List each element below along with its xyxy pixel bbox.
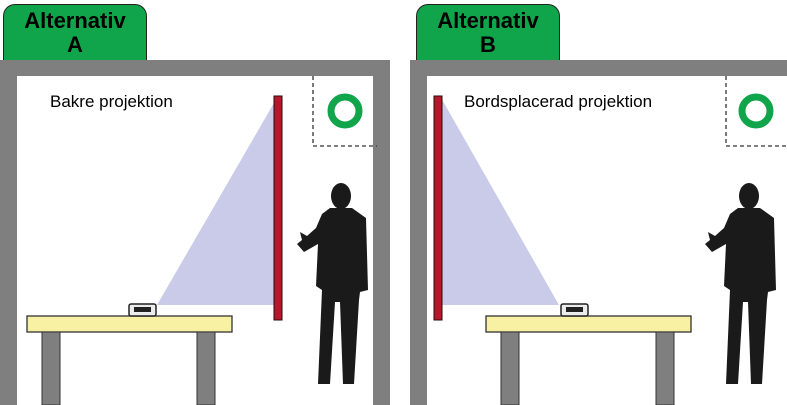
projection-beam xyxy=(157,96,278,305)
table-top xyxy=(486,316,691,332)
panel-alternative-a: Alternativ A Bakre projektion xyxy=(0,0,390,405)
green-ring-icon xyxy=(331,97,359,125)
tab-label-line1: Alternativ xyxy=(417,9,559,33)
caption-rear-projection: Bakre projektion xyxy=(50,92,173,112)
projector-icon xyxy=(561,304,588,316)
scene-table-projection xyxy=(406,0,787,405)
dashed-frame xyxy=(726,76,787,146)
person-silhouette-icon xyxy=(297,183,368,384)
table-leg-right xyxy=(656,332,674,405)
projector-icon xyxy=(129,304,156,316)
table-leg-right xyxy=(197,332,215,405)
projection-screen xyxy=(274,96,282,320)
tab-alternative-a: Alternativ A xyxy=(3,4,147,60)
green-ring-icon xyxy=(742,97,770,125)
table-top xyxy=(27,316,232,332)
scene-rear-projection xyxy=(0,0,390,405)
tab-alternative-b: Alternativ B xyxy=(416,4,560,60)
person-silhouette-icon xyxy=(705,183,776,384)
tab-label-line1: Alternativ xyxy=(4,9,146,33)
dashed-frame xyxy=(313,76,377,146)
caption-table-projection: Bordsplacerad projektion xyxy=(464,92,652,112)
projection-screen xyxy=(434,96,442,320)
table-leg-left xyxy=(501,332,519,405)
tab-label-line2: A xyxy=(4,33,146,57)
projection-beam xyxy=(440,96,559,305)
table-leg-left xyxy=(42,332,60,405)
tab-label-line2: B xyxy=(417,33,559,57)
panel-alternative-b: Alternativ B Bordsplacerad projektion xyxy=(406,0,787,405)
